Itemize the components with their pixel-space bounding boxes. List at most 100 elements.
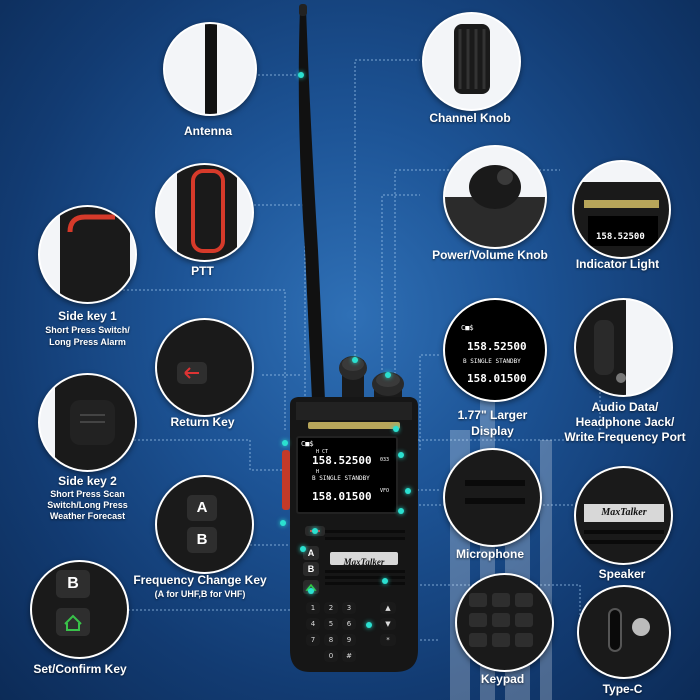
key-9[interactable]: 9	[342, 634, 356, 646]
speaker-icon	[576, 468, 671, 563]
dot-keypad	[366, 622, 372, 628]
side-key-2-icon	[55, 375, 135, 470]
side-key-1-label: Side key 1	[58, 309, 117, 323]
zoom-freq-a: 158.52500	[467, 340, 527, 353]
indicator-icon	[574, 182, 669, 257]
side-key-1-desc-1: Short Press Switch/	[45, 325, 130, 335]
indicator-callout: 158.52500	[572, 160, 671, 259]
key-4[interactable]: 4	[306, 618, 320, 630]
ab-key-callout: A B	[155, 475, 254, 574]
microphone-icon	[445, 450, 540, 545]
dot-ab	[300, 546, 306, 552]
audio-port-callout	[574, 298, 673, 397]
keypad-icon	[457, 575, 552, 670]
channel-knob-icon	[454, 24, 490, 94]
ptt-callout	[155, 163, 254, 262]
key-2[interactable]: 2	[324, 602, 338, 614]
display-freq-b: 158.01500	[312, 490, 372, 503]
keypad-label: Keypad	[480, 672, 525, 686]
key-star[interactable]: *	[380, 634, 396, 646]
set-confirm-label: Set/Confirm Key	[33, 662, 127, 676]
side-key-2-desc-2: Switch/Long Press	[47, 500, 128, 510]
key-7[interactable]: 7	[306, 634, 320, 646]
brand-plate: MaxTalker	[330, 552, 398, 567]
dot-set	[308, 588, 314, 594]
display-callout: C■$ 158.52500 B SINGLE STANDBY 158.01500	[443, 298, 547, 402]
ab-key-a[interactable]: A	[307, 548, 315, 558]
type-c-label: Type-C	[602, 682, 643, 696]
display-hct: H CT	[316, 449, 329, 455]
display-freq-a: 158.52500	[312, 454, 372, 467]
key-5[interactable]: 5	[324, 618, 338, 630]
ptt-icon	[177, 165, 237, 260]
dot-channel	[352, 357, 358, 363]
indicator-freq: 158.52500	[596, 232, 645, 242]
display-zoom	[445, 300, 545, 400]
side-key-2-desc-1: Short Press Scan	[50, 489, 125, 499]
key-6[interactable]: 6	[342, 618, 356, 630]
key-hash[interactable]: #	[342, 650, 356, 662]
audio-port-icon	[576, 300, 626, 395]
key-8[interactable]: 8	[324, 634, 338, 646]
display-channel: 033	[380, 457, 390, 463]
antenna-label: Antenna	[184, 124, 232, 138]
zoom-status: C■$	[461, 324, 474, 332]
set-key-icon	[32, 562, 127, 657]
dot-typec	[382, 578, 388, 584]
dot-mic	[405, 488, 411, 494]
key-0[interactable]: 0	[324, 650, 338, 662]
dot-indicator	[393, 426, 399, 432]
side-key-2-desc-3: Weather Forecast	[49, 511, 126, 521]
keypad-callout	[455, 573, 554, 672]
channel-knob-label: Channel Knob	[429, 111, 511, 125]
zoom-key-b: B	[196, 531, 208, 548]
dot-display	[398, 452, 404, 458]
set-key-callout: B	[30, 560, 129, 659]
side-key-1-callout	[38, 205, 137, 304]
audio-label-2: Headphone Jack/	[575, 415, 675, 429]
ptt-label: PTT	[191, 264, 214, 278]
ab-key-b[interactable]: B	[307, 564, 315, 574]
frequency-change-desc: (A for UHF,B for VHF)	[154, 589, 246, 599]
microphone-callout	[443, 448, 542, 547]
dot-side1	[282, 440, 288, 446]
side-key-2-label: Side key 2	[58, 474, 117, 488]
key-3[interactable]: 3	[342, 602, 356, 614]
side-key-1-desc-2: Long Press Alarm	[49, 337, 126, 347]
zoom-freq-b: 158.01500	[467, 372, 527, 385]
zoom-key-a: A	[196, 499, 208, 516]
indicator-label: Indicator Light	[575, 257, 660, 271]
dot-speaker	[398, 508, 404, 514]
key-up[interactable]: ▲	[380, 602, 396, 614]
microphone-label: Microphone	[456, 547, 524, 561]
dot-volume	[385, 372, 391, 378]
key-down[interactable]: ▼	[380, 618, 396, 630]
return-key-label: Return Key	[170, 415, 235, 429]
volume-knob-callout	[443, 145, 547, 249]
key-1[interactable]: 1	[306, 602, 320, 614]
side-key-1-icon	[60, 207, 130, 302]
dot-side2	[280, 520, 286, 526]
speaker-label: Speaker	[598, 567, 646, 581]
side-key-2-callout	[38, 373, 137, 472]
volume-knob-icon	[445, 165, 545, 247]
dot-antenna	[298, 72, 304, 78]
dot-return	[312, 528, 318, 534]
antenna-callout	[163, 22, 257, 116]
ab-key-icon	[157, 477, 252, 572]
zoom-mode: B SINGLE STANDBY	[463, 358, 521, 365]
brand-logo: MaxTalker	[343, 557, 385, 567]
antenna-icon	[205, 24, 217, 114]
return-key-callout	[155, 318, 254, 417]
speaker-brand: MaxTalker	[601, 507, 647, 518]
display-label-2: Display	[471, 424, 514, 438]
speaker-callout: MaxTalker	[574, 466, 673, 565]
channel-knob-callout	[422, 12, 521, 111]
display-h: H	[316, 469, 320, 475]
set-key-b: B	[67, 575, 79, 592]
display-mode: B SINGLE STANDBY	[312, 475, 370, 482]
audio-label-1: Audio Data/	[591, 400, 659, 414]
audio-label-3: Write Frequency Port	[564, 430, 686, 444]
radio-display: C■$ H CT 158.52500 033 H B SINGLE STANDB…	[296, 436, 398, 514]
